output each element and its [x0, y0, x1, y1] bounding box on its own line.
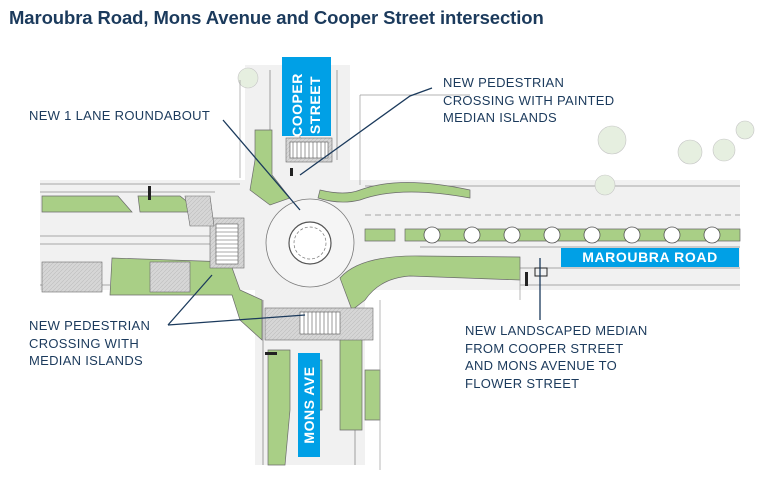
- callout-landscaped-line3: AND MONS AVENUE TO: [465, 358, 618, 373]
- callout-median-crossing: NEW PEDESTRIAN CROSSING WITH MEDIAN ISLA…: [29, 317, 150, 370]
- background-trees: [237, 67, 755, 196]
- callout-landscaped-line2: FROM COOPER STREET: [465, 340, 624, 356]
- maroubra-label-text: MAROUBRA ROAD: [582, 249, 718, 265]
- callout-roundabout: NEW 1 LANE ROUNDABOUT: [29, 107, 210, 125]
- pedestrian-crossings: [215, 141, 341, 335]
- cooper-label-line2: STREET: [307, 75, 323, 135]
- roundabout: [265, 198, 355, 288]
- callout-landscaped-median: NEW LANDSCAPED MEDIAN FROM COOPER STREET…: [465, 322, 648, 392]
- callout-roundabout-text: NEW 1 LANE ROUNDABOUT: [29, 108, 211, 123]
- signal-posts: [148, 168, 548, 355]
- mons-label-text: MONS AVE: [301, 366, 317, 444]
- maroubra-road-label: MAROUBRA ROAD: [561, 248, 739, 267]
- callout-painted-line3: MEDIAN ISLANDS: [443, 110, 558, 125]
- callout-landscaped-line4: FLOWER STREET: [465, 375, 580, 391]
- callout-median-line3: MEDIAN ISLANDS: [29, 353, 144, 368]
- callout-median-line2: CROSSING WITH: [29, 335, 140, 351]
- callout-landscaped-line1: NEW LANDSCAPED MEDIAN: [465, 323, 648, 338]
- callout-median-line1: NEW PEDESTRIAN: [29, 318, 151, 333]
- median-trees: [423, 226, 721, 244]
- cooper-label-line1: COOPER: [289, 73, 305, 137]
- mons-ave-label: MONS AVE: [298, 353, 320, 457]
- callout-painted-crossing: NEW PEDESTRIAN CROSSING WITH PAINTED MED…: [443, 74, 614, 127]
- leader-lines: [167, 87, 541, 326]
- page-title: Maroubra Road, Mons Avenue and Cooper St…: [9, 7, 544, 28]
- callout-painted-line1: NEW PEDESTRIAN: [443, 75, 565, 90]
- property-lines: [239, 80, 521, 470]
- cooper-street-label: COOPER STREET: [282, 57, 331, 137]
- callout-painted-line2: CROSSING WITH PAINTED: [443, 92, 615, 108]
